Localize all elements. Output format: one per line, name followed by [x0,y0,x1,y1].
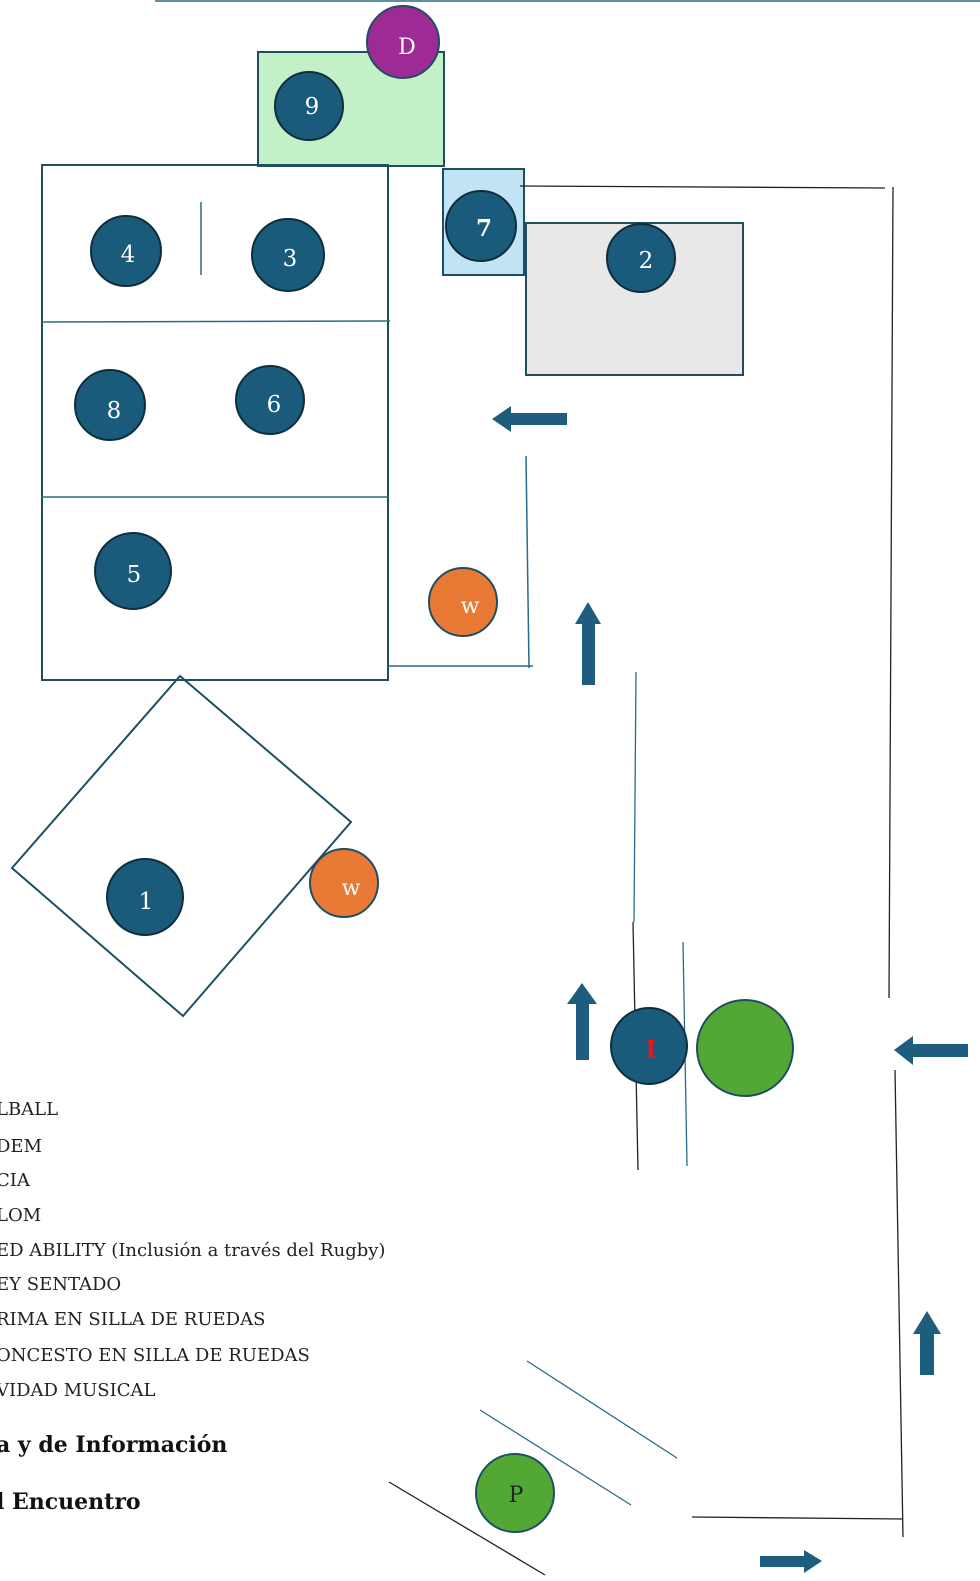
marker-6-label: 6 [267,392,282,418]
marker-p: P [475,1453,555,1533]
marker-7: 7 [445,190,517,262]
zone-1-diamond [10,674,353,1018]
marker-i-label: I [645,1035,656,1064]
marker-4-label: 4 [121,242,136,268]
crosswalk-line-1 [526,1360,678,1459]
legend-item: DEM [0,1136,43,1157]
marker-w-upper-label: w [461,594,480,619]
arrow-up-icon [567,983,597,1060]
arrow-up-icon [575,602,601,685]
legend-item: EY SENTADO [0,1274,122,1295]
marker-9: 9 [274,71,344,141]
marker-p-label: P [509,1483,524,1508]
marker-1-label: 1 [139,889,154,915]
legend-heading-info: a y de Información [0,1432,228,1458]
path-top [519,185,886,189]
path-diagonal-bottom [388,1481,546,1576]
path-right-upper [888,186,894,999]
legend-item: CIA [0,1170,30,1191]
marker-w-upper: w [428,567,498,637]
legend-item: VIDAD MUSICAL [0,1380,156,1401]
marker-2-label: 2 [639,248,654,274]
arrow-left-icon [492,406,567,432]
marker-8-label: 8 [107,398,122,424]
path-right-lower [894,1069,904,1538]
marker-4: 4 [90,215,162,287]
crosswalk-line-2 [479,1409,632,1506]
marker-i: I [610,1007,688,1085]
marker-2: 2 [606,223,676,293]
corridor-line-1 [633,671,637,923]
enclosure-right [525,455,530,669]
marker-5-label: 5 [127,562,142,588]
legend-heading-meeting: l Encuentro [0,1489,141,1515]
marker-d: D [366,5,440,79]
marker-3-label: 3 [283,246,298,272]
marker-1: 1 [106,858,184,936]
arrow-left-icon [894,1036,968,1065]
legend-item: ED ABILITY (Inclusión a través del Rugby… [0,1240,386,1261]
main-block-divider-1 [41,320,391,323]
marker-w-lower-label: w [342,876,361,901]
marker-6: 6 [235,365,305,435]
marker-7-label: 7 [476,215,492,242]
marker-3: 3 [251,218,325,292]
marker-w-lower: w [309,848,379,918]
marker-8: 8 [74,369,146,441]
legend-item: RIMA EN SILLA DE RUEDAS [0,1309,266,1330]
marker-5: 5 [94,532,172,610]
legend-item: LOM [0,1205,42,1226]
arrow-up-icon [913,1311,941,1375]
marker-9-label: 9 [305,94,320,120]
path-bottom [691,1516,904,1520]
legend-item: ONCESTO EN SILLA DE RUEDAS [0,1345,310,1366]
legend-item: LBALL [0,1099,59,1120]
arrow-right-icon [760,1550,822,1573]
main-block [41,164,389,681]
zone-2-area [525,222,744,376]
green-circle [696,999,794,1097]
marker-d-label: D [398,35,416,60]
